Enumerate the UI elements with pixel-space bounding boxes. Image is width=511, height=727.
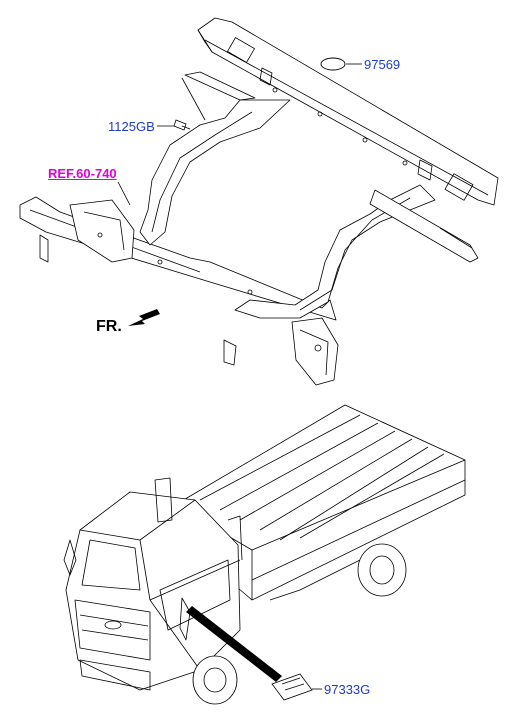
callout-97569: 97569 bbox=[364, 57, 401, 72]
truck-illustration bbox=[63, 404, 466, 705]
plate-97569-icon bbox=[320, 57, 346, 71]
reference-60-740[interactable]: REF.60-740 bbox=[48, 166, 117, 181]
chassis-frame bbox=[19, 17, 499, 386]
callout-1125GB: 1125GB bbox=[108, 119, 155, 134]
leader-ref-60-740 bbox=[117, 181, 131, 206]
callout-97333G: 97333G bbox=[324, 682, 371, 697]
bolt-1125GB-icon bbox=[173, 119, 191, 131]
label-97333G-icon bbox=[271, 673, 313, 701]
front-direction-label: FR. bbox=[96, 318, 122, 335]
leader-band-97333G bbox=[186, 606, 282, 682]
front-direction-arrow-icon bbox=[128, 309, 160, 326]
